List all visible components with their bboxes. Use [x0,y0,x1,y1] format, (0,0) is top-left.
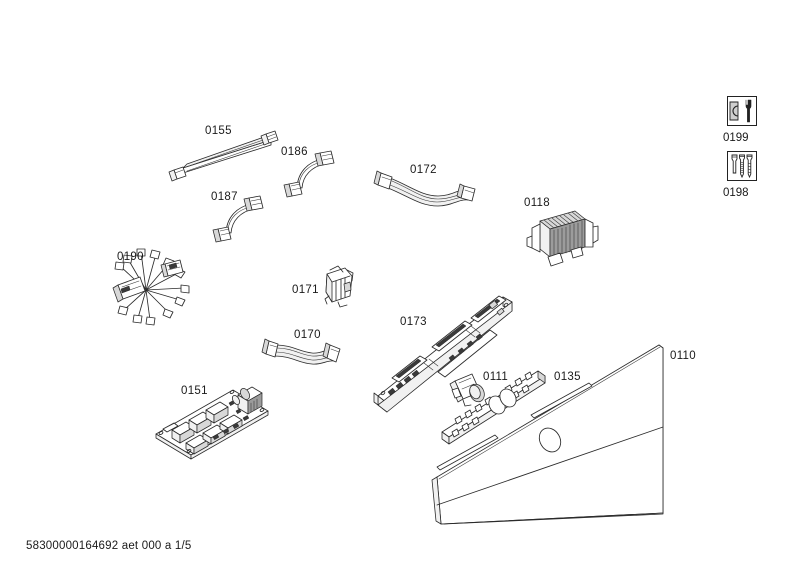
part-label-0190: 0190 [117,251,144,263]
part-0186-cable-harness [283,150,335,198]
part-label-0110: 0110 [670,350,696,362]
icon-caption-0199: 0199 [723,132,749,144]
part-0173-control-display-board [373,295,513,413]
wrench-icon [729,99,752,123]
part-0111-rotary-knob [449,373,485,407]
icon-box-0198 [727,151,757,181]
document-footer-text: 58300000164692 aet 000 a 1/5 [26,540,192,552]
part-label-0151: 0151 [181,385,208,397]
part-0170-ribbon-cable [261,338,341,365]
part-label-0173: 0173 [400,316,427,328]
part-label-0155: 0155 [205,125,232,137]
part-label-0172: 0172 [410,164,437,176]
part-0135-light-guide-strip [441,370,546,445]
icon-box-0199 [727,96,757,126]
part-label-0171: 0171 [292,284,319,296]
part-label-0187: 0187 [211,191,238,203]
part-0187-cable-harness [212,195,264,243]
icon-caption-0198: 0198 [723,187,749,199]
screws-icon [731,154,753,179]
part-0118-heatsink-module [526,210,599,267]
part-label-0135: 0135 [554,371,581,383]
part-label-0186: 0186 [281,146,308,158]
part-0171-mounting-bracket [324,265,354,308]
part-0110-front-fascia-panel [431,344,664,525]
part-label-0170: 0170 [294,329,321,341]
part-label-0118: 0118 [524,197,550,209]
part-0155-mounting-rail [168,130,279,182]
part-0190-wiring-harness [112,248,190,326]
part-label-0111: 0111 [483,371,509,383]
part-0172-ribbon-cable [373,170,476,207]
